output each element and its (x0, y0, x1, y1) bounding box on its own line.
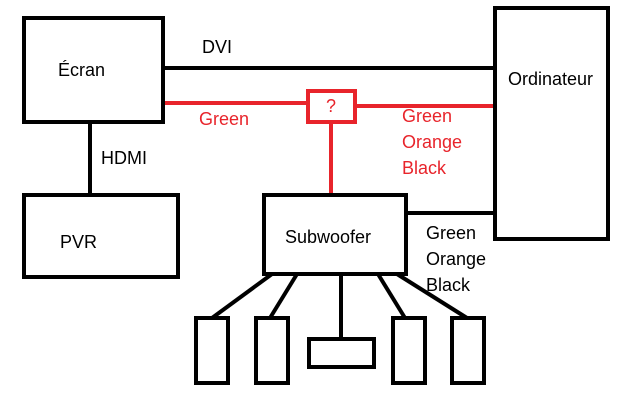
ecran-label: Écran (58, 60, 105, 80)
ordinateur-label: Ordinateur (508, 69, 593, 89)
speaker-wire (376, 272, 407, 320)
dvi-label: DVI (202, 37, 232, 57)
black-right-label-2: Orange (426, 249, 486, 269)
red-right-label-3: Black (402, 158, 447, 178)
unknown-adapter-box (306, 89, 357, 124)
speakers (194, 316, 486, 385)
black-right-label-1: Green (426, 223, 476, 243)
speaker-rear-right (391, 316, 427, 385)
hdmi-label: HDMI (101, 148, 147, 168)
speaker-front-right (450, 316, 486, 385)
subwoofer-label: Subwoofer (285, 227, 371, 247)
red-left-label: Green (199, 109, 249, 129)
speaker-wire (210, 272, 274, 320)
speaker-rear-left (254, 316, 290, 385)
speaker-wire (395, 272, 469, 320)
black-right-label-3: Black (426, 275, 471, 295)
red-right-label-1: Green (402, 106, 452, 126)
pvr-label: PVR (60, 232, 97, 252)
speaker-center (307, 337, 376, 369)
speaker-front-left (194, 316, 230, 385)
speaker-wire (268, 272, 299, 320)
speaker-wires (210, 272, 469, 339)
unknown-adapter-label: ? (326, 96, 336, 116)
ordinateur-box (493, 6, 610, 241)
subwoofer-box (262, 193, 408, 276)
ecran-box (22, 16, 165, 124)
pvr-box (22, 193, 180, 279)
red-right-label-2: Orange (402, 132, 462, 152)
